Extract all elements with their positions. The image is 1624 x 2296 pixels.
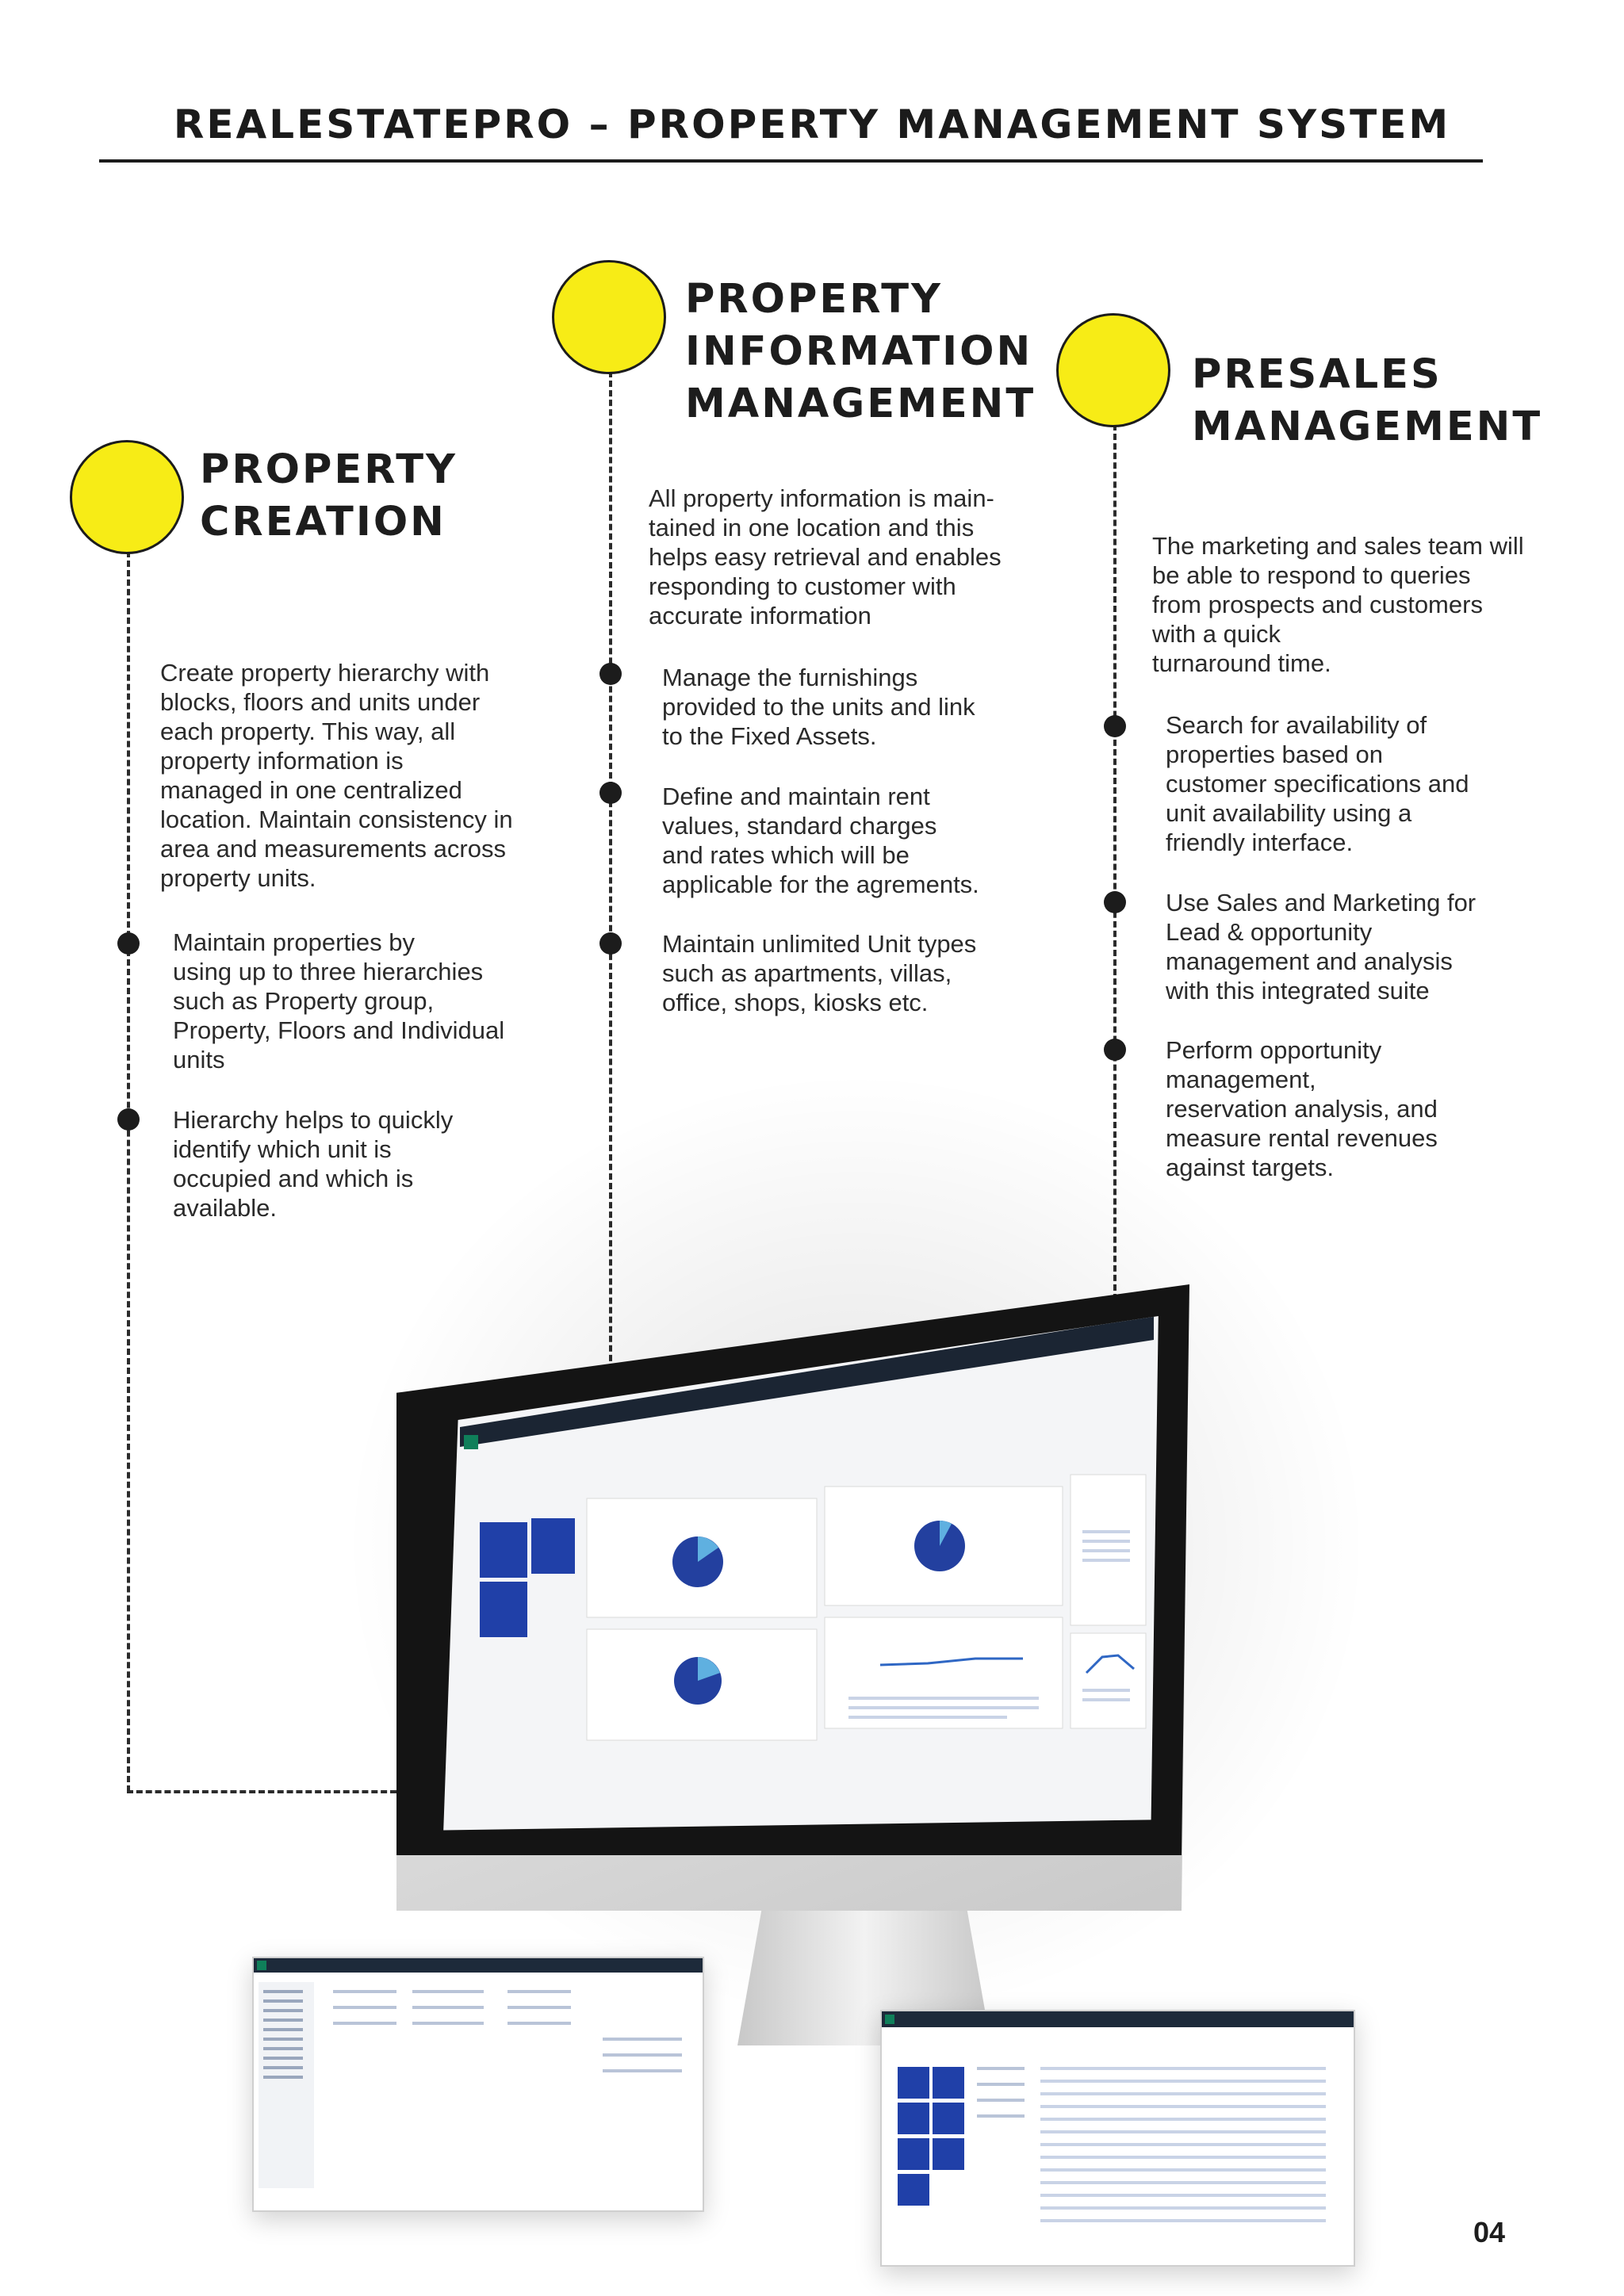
information-intro: All property information is main- tained…	[649, 484, 1002, 629]
creation-bullet-2: Hierarchy helps to quickly identify whic…	[173, 1106, 454, 1222]
bullet-dot	[1104, 891, 1126, 913]
creation-heading: PROPERTY CREATION	[200, 446, 458, 545]
bullet-dot	[1104, 1039, 1126, 1061]
bullet-dot	[117, 1108, 140, 1131]
bullet-dot	[1104, 715, 1126, 737]
creation-timeline	[127, 551, 130, 1792]
bullet-dot	[117, 932, 140, 955]
information-bullet-2: Define and maintain rent values, standar…	[662, 783, 979, 898]
creation-intro: Create property hierarchy with blocks, f…	[160, 659, 513, 892]
presales-bullet-1: Search for availability of properties ba…	[1166, 711, 1469, 856]
page-number: 04	[1473, 2216, 1505, 2248]
presales-heading: PRESALES MANAGEMENT	[1192, 351, 1543, 450]
monitor-screen	[443, 1316, 1159, 1831]
presales-intro: The marketing and sales team will be abl…	[1152, 532, 1524, 677]
rental-agreement-screenshot	[882, 2011, 1354, 2222]
presales-bullet-3: Perform opportunity management, reservat…	[1166, 1036, 1438, 1181]
creation-bullet-1: Maintain properties by using up to three…	[173, 928, 505, 1073]
information-heading: PROPERTY INFORMATION MANAGEMENT	[685, 276, 1036, 427]
dashboard-screenshot	[443, 1316, 1159, 1831]
presales-timeline	[1113, 424, 1116, 1300]
screenshot-property-list	[252, 1957, 704, 2212]
information-circle-marker	[552, 260, 666, 374]
bullet-dot	[599, 932, 622, 955]
creation-connector	[127, 1790, 396, 1793]
title-divider	[99, 159, 1483, 163]
property-list-screenshot	[254, 1958, 703, 2188]
presales-circle-marker	[1056, 313, 1170, 427]
bullet-dot	[599, 663, 622, 685]
presales-bullet-2: Use Sales and Marketing for Lead & oppor…	[1166, 889, 1477, 1004]
creation-circle-marker	[70, 440, 184, 554]
page-title: REALESTATEPRO – PROPERTY MANAGEMENT SYST…	[173, 101, 1451, 147]
screenshot-rental-agreement	[880, 2010, 1355, 2267]
bullet-dot	[599, 782, 622, 804]
information-bullet-1: Manage the furnishings provided to the u…	[662, 664, 975, 750]
information-timeline	[609, 371, 612, 1390]
information-bullet-3: Maintain unlimited Unit types such as ap…	[662, 930, 977, 1016]
